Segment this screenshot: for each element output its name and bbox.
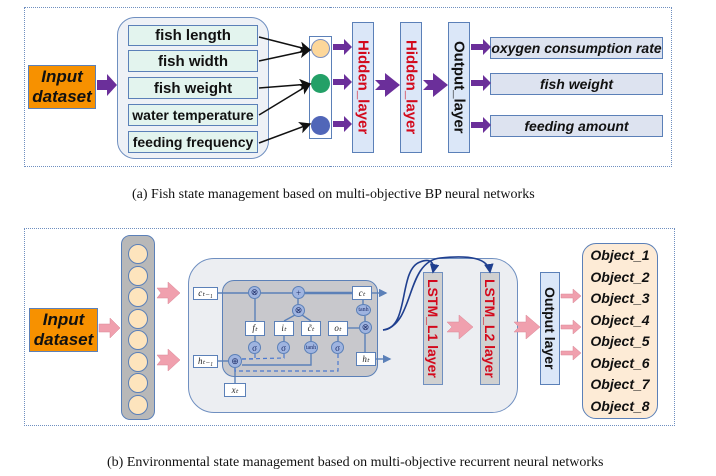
recurrent-link-l2 [382,256,494,331]
neuron-green-icon [311,74,330,93]
tanh-c-icon: tanh [304,341,318,354]
object-8: Object_8 [590,397,650,414]
recurrent-link-l1 [382,259,440,331]
arrow-output-to-fishweight [471,75,491,91]
panel-b-frame [24,228,675,426]
feature-feeding-frequency: feeding frequency [128,131,258,153]
arrow-output-to-objects-2 [560,319,582,335]
panel-b-input-dataset: Input dataset [29,308,98,352]
concat-icon: ⊕ [228,354,242,368]
input-multiply-icon: ⊗ [292,304,305,317]
arrow-hidden1-to-hidden2 [375,73,400,97]
output-oxygen-consumption-rate: oxygen consumption rate [490,37,663,59]
arrow-output-to-feeding [471,117,491,133]
c-tilde-box: c̃ₜ [301,321,321,336]
f-t-box: fₜ [245,321,265,336]
c-t-box: cₜ [352,286,372,300]
sigma-o-icon: σ [331,341,344,354]
input-neuron-icon [128,287,148,307]
arrow-neuron2-to-hidden [333,74,352,90]
input-dataset-label: Input dataset [32,67,92,106]
input-neuron-icon [128,308,148,329]
feature-fish-width: fish width [128,50,258,72]
c-prev-box: cₜ₋₁ [193,287,218,300]
output-multiply-icon: ⊗ [359,321,372,334]
feature-fish-length: fish length [128,25,258,46]
object-4: Object_4 [590,311,650,328]
hidden-layer-2: Hidden_layer [400,22,422,153]
objects-list: Object_1 Object_2 Object_3 Object_4 Obje… [582,245,658,417]
arrow-output-to-objects-1 [560,288,582,304]
input-neuron-icon [128,351,148,372]
h-prev-box: hₜ₋₁ [193,355,218,368]
arrow-l1-to-l2 [446,314,474,340]
arrow-output-to-objects-3 [560,345,582,361]
panel-a-frame-right [330,7,672,167]
object-1: Object_1 [590,247,650,263]
caption-a: (a) Fish state management based on multi… [132,187,535,202]
cell-tanh-icon: tanh [356,304,371,316]
neuron-orange-icon [311,39,330,58]
panel-a-frame [24,7,342,167]
object-3: Object_3 [590,290,650,306]
forget-multiply-icon: ⊗ [248,286,261,299]
line-length-to-n1 [258,36,312,54]
input-neuron-icon [128,265,148,286]
line-temp-to-n2 [258,83,312,116]
input-neuron-icon [128,394,148,415]
arrow-neurons-to-hprev [156,348,181,372]
arrow-input-to-features [97,74,117,96]
sigma-f-icon: σ [248,341,261,354]
line-feeding-to-n3 [258,122,312,144]
input-neuron-icon [128,330,148,350]
line-width-to-n1 [258,46,312,62]
output-layer-a: Output_layer [448,22,470,153]
arrow-l2-to-output [513,314,541,340]
hidden-layer-1: Hidden_layer [352,22,374,153]
line-weight-to-n2 [258,78,312,91]
object-7: Object_7 [590,376,650,392]
feature-fish-weight: fish weight [128,77,258,99]
object-5: Object_5 [590,333,650,349]
feature-water-temperature: water temperature [128,104,258,126]
input-dataset-label: Input dataset [33,310,94,349]
output-layer-b: Output layer [540,272,560,385]
arrow-neuron3-to-hidden [333,116,352,132]
o-t-box: oₜ [328,321,348,336]
arrow-neurons-to-cprev [156,281,181,305]
output-feeding-amount: feeding amount [490,115,663,137]
neuron-blue-icon [311,116,330,135]
object-6: Object_6 [590,354,650,371]
caption-b: (b) Environmental state management based… [107,455,604,470]
panel-a-input-dataset: Input dataset [28,65,96,109]
arrow-neuron1-to-hidden [333,39,352,55]
arrow-hidden2-to-output [423,73,448,97]
input-neuron-icon [128,373,148,393]
i-t-box: iₜ [274,321,294,336]
objects-group [582,243,658,419]
sigma-i-icon: σ [277,341,290,354]
arrow-output-to-oxygen [471,39,491,55]
output-fish-weight: fish weight [490,73,663,95]
h-t-box: hₜ [356,352,376,366]
arrow-input-to-neurons [98,317,121,339]
input-neuron-icon [128,244,148,264]
cell-add-icon: + [292,286,305,299]
lstm-l2-layer: LSTM_L2 layer [480,272,500,385]
object-2: Object_2 [590,268,650,285]
x-t-box: xₜ [224,383,246,397]
